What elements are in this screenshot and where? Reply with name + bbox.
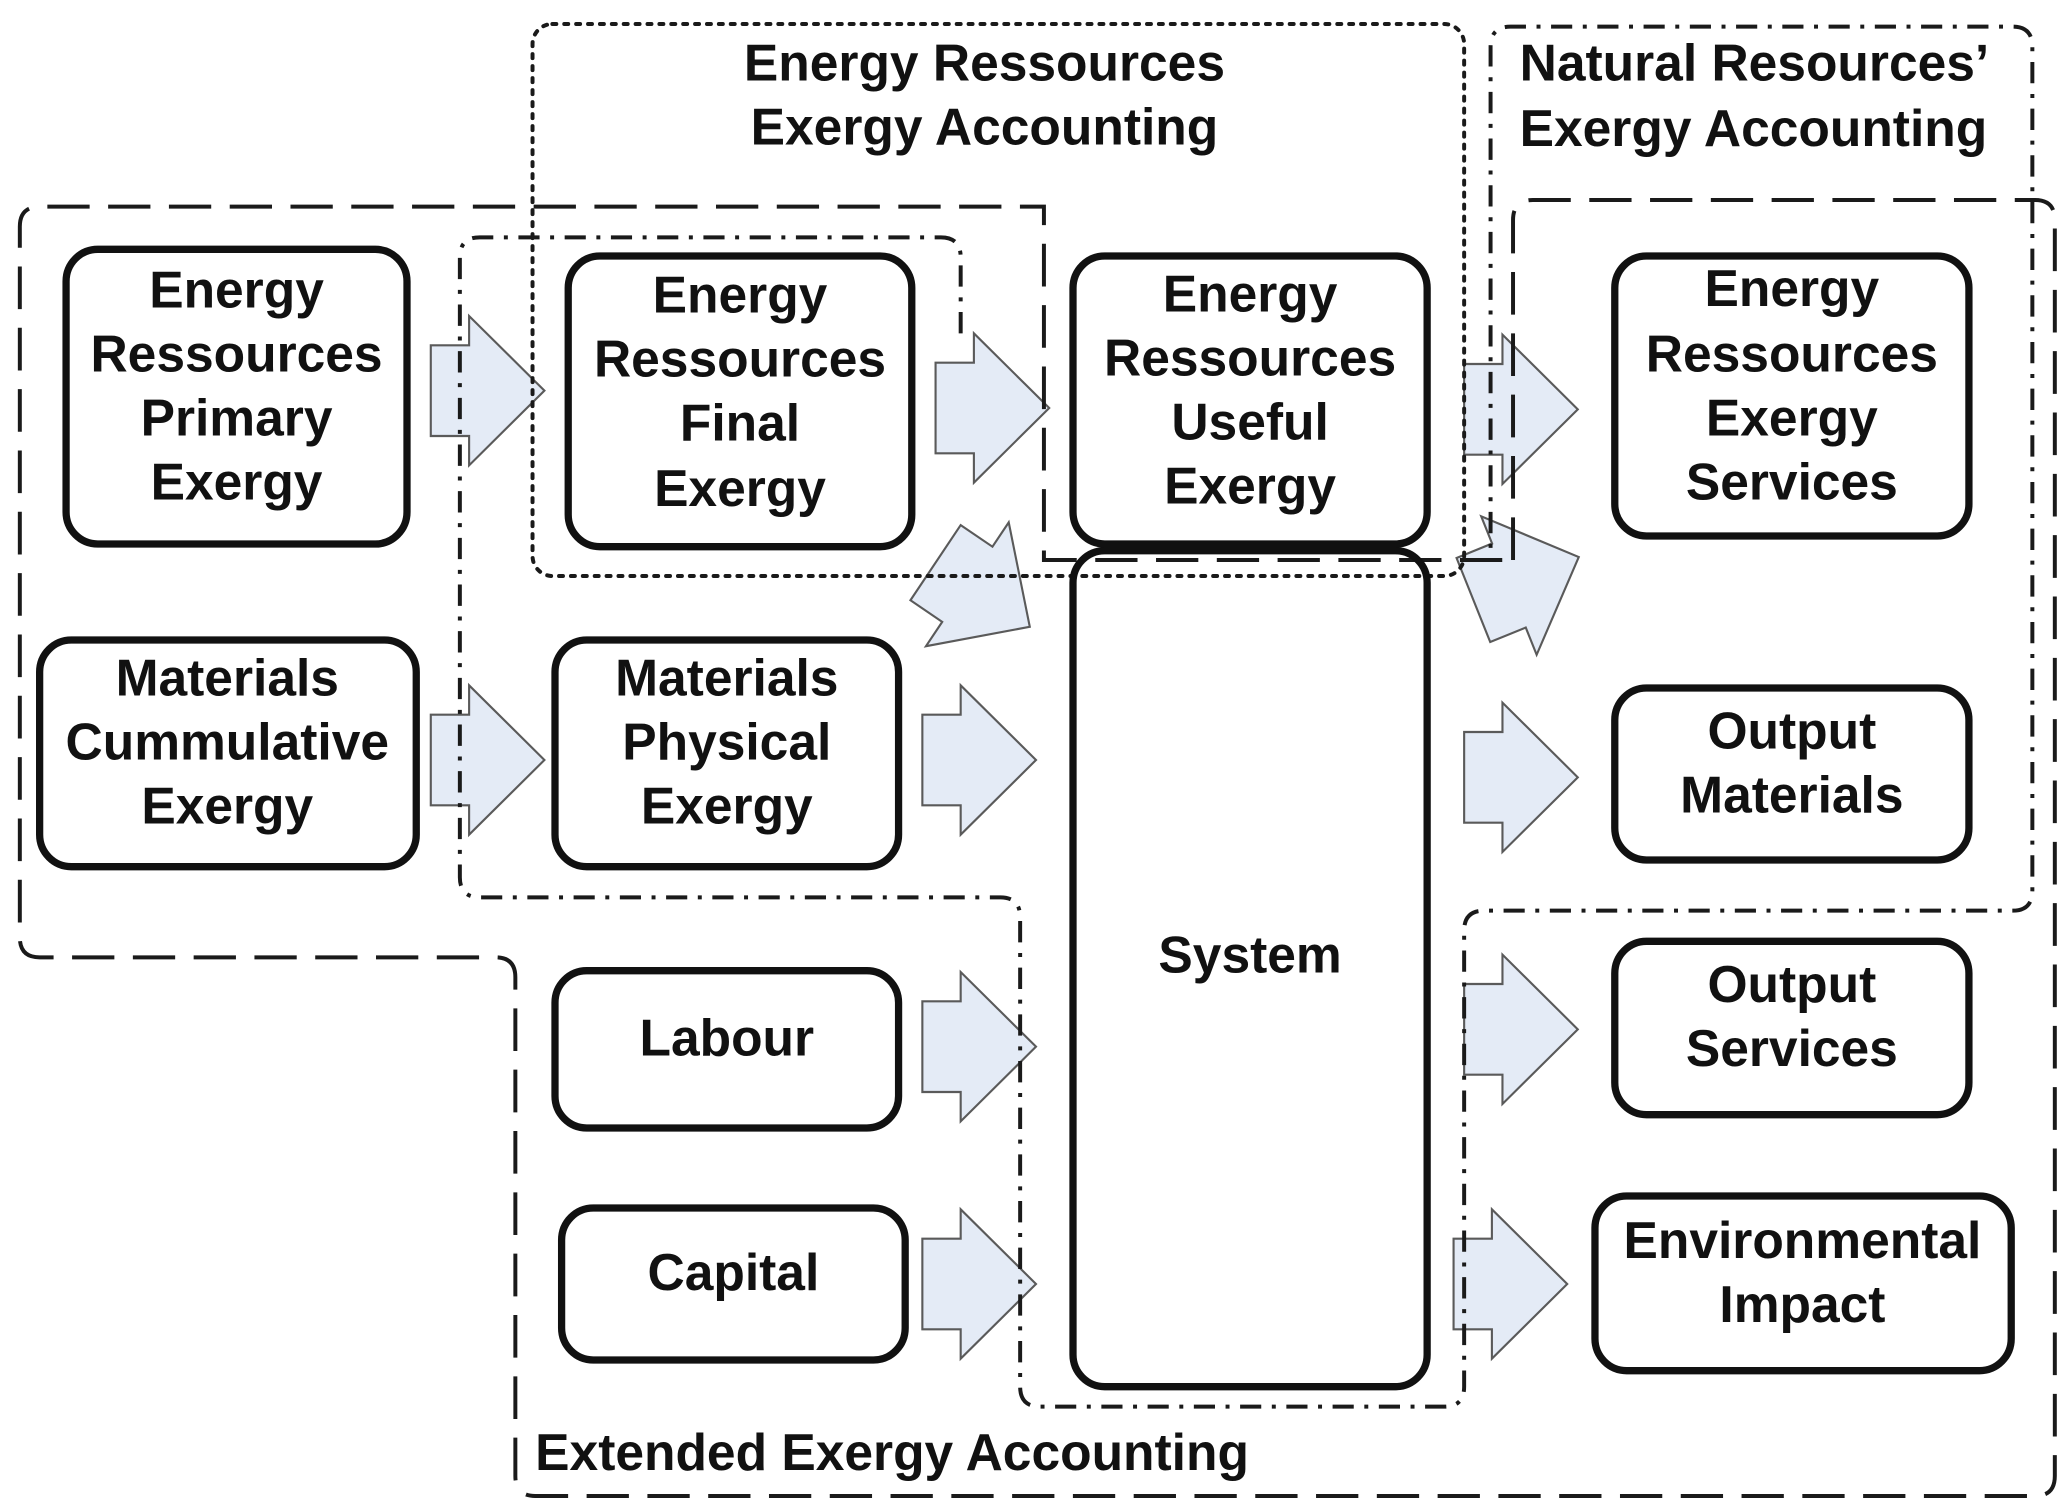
node-output-services: Output Services bbox=[1611, 937, 1973, 1119]
node-label-line: Physical bbox=[622, 712, 831, 770]
node-label-line: Ressources bbox=[1646, 324, 1938, 382]
region-natural-resources-outline bbox=[457, 24, 2035, 1409]
node-label-line: Energy bbox=[1163, 264, 1338, 322]
region-label-energy-ressources: Energy Ressources Exergy Accounting bbox=[744, 34, 1225, 156]
node-label-line: Ressources bbox=[1104, 328, 1396, 386]
node-label-line: Materials bbox=[116, 648, 339, 706]
node-label-line: Exergy bbox=[141, 776, 313, 834]
node-frame bbox=[1611, 252, 1973, 540]
node-label-line: Final bbox=[680, 394, 800, 452]
node-label-line: Materials bbox=[1680, 766, 1903, 824]
node-label-line: Impact bbox=[1719, 1275, 1885, 1333]
node-frame bbox=[1069, 252, 1431, 548]
arrow-primary-to-final bbox=[429, 313, 546, 468]
node-energy-final-exergy: Energy Ressources Final Exergy bbox=[564, 252, 916, 551]
arrow-final-to-system bbox=[908, 519, 1032, 648]
region-label-line: Energy Ressources bbox=[744, 34, 1225, 92]
node-frame bbox=[1069, 547, 1431, 1391]
node-frame bbox=[564, 252, 916, 551]
node-materials-physical-exergy: Materials Physical Exergy bbox=[551, 636, 903, 871]
node-label-line: Exergy bbox=[151, 452, 323, 510]
node-label-line: Materials bbox=[615, 648, 838, 706]
node-label-line: Exergy bbox=[1164, 456, 1336, 514]
node-capital: Capital bbox=[557, 1204, 909, 1364]
arrow-capital-to-system bbox=[921, 1206, 1038, 1362]
region-outlines bbox=[17, 22, 2057, 1498]
node-label-line: Energy bbox=[1705, 259, 1880, 317]
region-label-line: Natural Resources’ bbox=[1520, 34, 1990, 92]
arrow-cumulative-to-physical bbox=[429, 682, 546, 838]
flow-arrows bbox=[429, 313, 1581, 1362]
region-extended-outline bbox=[17, 198, 2057, 1498]
arrow-labour-to-system bbox=[921, 969, 1038, 1124]
node-output-materials: Output Materials bbox=[1611, 684, 1973, 864]
node-label-line: Ressources bbox=[90, 324, 382, 382]
node-frame bbox=[551, 966, 903, 1132]
node-label-line: Exergy bbox=[641, 776, 813, 834]
arrow-physical-to-system bbox=[921, 682, 1038, 838]
arrow-system-to-output-materials bbox=[1463, 700, 1580, 855]
node-environmental-impact: Environmental Impact bbox=[1591, 1192, 2015, 1375]
node-materials-cumulative-exergy: Materials Cummulative Exergy bbox=[36, 636, 420, 871]
node-frame bbox=[62, 245, 411, 548]
region-label-natural-resources: Natural Resources’ Exergy Accounting bbox=[1520, 34, 1990, 158]
arrow-final-to-useful bbox=[934, 330, 1051, 486]
node-label-line: Cummulative bbox=[66, 712, 390, 770]
node-frame bbox=[1591, 1192, 2015, 1375]
node-label-line: Energy bbox=[653, 266, 828, 324]
node-label-line: Output bbox=[1707, 702, 1876, 760]
node-label-line: Services bbox=[1686, 452, 1898, 510]
node-energy-exergy-services: Energy Ressources Exergy Services bbox=[1611, 252, 1973, 540]
node-frame bbox=[551, 636, 903, 871]
node-label-line: Capital bbox=[648, 1243, 820, 1301]
node-label-line: Services bbox=[1686, 1019, 1898, 1077]
node-frame bbox=[36, 636, 420, 871]
node-label-line: Useful bbox=[1171, 392, 1328, 450]
node-label-line: Primary bbox=[141, 388, 333, 446]
arrow-useful-to-services bbox=[1463, 332, 1580, 487]
node-frame bbox=[557, 1204, 909, 1364]
arrow-system-to-services bbox=[1455, 514, 1581, 658]
node-label-line: Exergy bbox=[654, 459, 826, 517]
arrow-system-to-environmental-impact bbox=[1452, 1206, 1569, 1362]
node-energy-useful-exergy: Energy Ressources Useful Exergy bbox=[1069, 252, 1431, 548]
region-energy-ressources-outline bbox=[530, 22, 1467, 578]
node-label-line: Exergy bbox=[1706, 388, 1878, 446]
arrow-system-to-output-services bbox=[1463, 952, 1580, 1107]
node-label-line: System bbox=[1158, 926, 1341, 984]
node-energy-primary-exergy: Energy Ressources Primary Exergy bbox=[62, 245, 411, 548]
node-label-line: Energy bbox=[149, 260, 324, 318]
node-frame bbox=[1611, 684, 1973, 864]
node-label-line: Environmental bbox=[1624, 1211, 1982, 1269]
region-label-line: Exergy Accounting bbox=[751, 98, 1219, 156]
region-label-extended: Extended Exergy Accounting bbox=[535, 1423, 1249, 1481]
node-labour: Labour bbox=[551, 966, 903, 1132]
node-label-line: Output bbox=[1707, 955, 1876, 1013]
node-label-line: Ressources bbox=[594, 330, 886, 388]
node-frame bbox=[1611, 937, 1973, 1119]
node-system: System bbox=[1069, 547, 1431, 1391]
node-label-line: Labour bbox=[639, 1008, 814, 1066]
region-label-line: Exergy Accounting bbox=[1520, 99, 1988, 157]
